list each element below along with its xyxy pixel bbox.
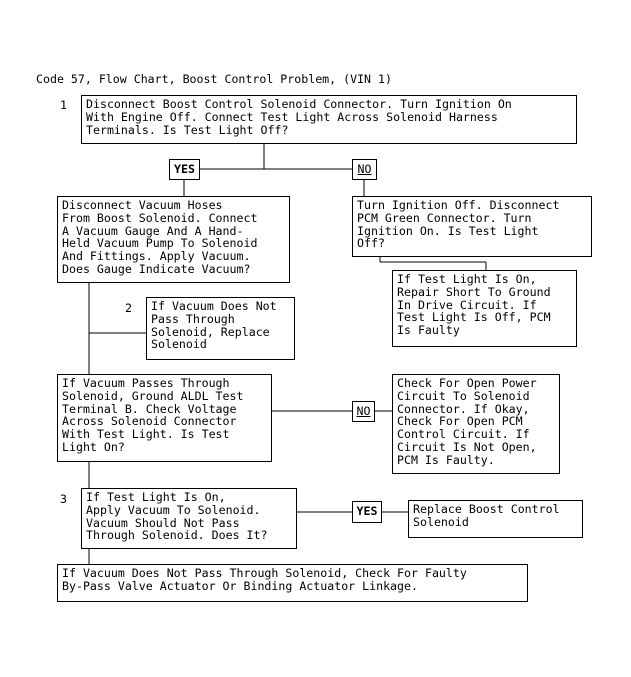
label-yes-2: YES	[352, 501, 382, 523]
box-ground-aldl-terminal: If Vacuum Passes Through Solenoid, Groun…	[57, 374, 272, 462]
step-number-1: 1	[60, 98, 67, 112]
box-replace-solenoid-no-vacuum: If Vacuum Does Not Pass Through Solenoid…	[146, 297, 295, 360]
step-number-3: 3	[60, 492, 67, 506]
label-yes-1: YES	[169, 159, 200, 180]
box-repair-short-to-ground: If Test Light Is On, Repair Short To Gro…	[392, 270, 577, 347]
step-number-2: 2	[125, 301, 132, 315]
box-vacuum-gauge-test: Disconnect Vacuum Hoses From Boost Solen…	[57, 196, 290, 283]
label-no-2: NO	[352, 401, 375, 422]
chart-title: Code 57, Flow Chart, Boost Control Probl…	[36, 72, 392, 86]
box-disconnect-pcm-connector: Turn Ignition Off. Disconnect PCM Green …	[352, 196, 592, 257]
box-apply-vacuum-to-solenoid: If Test Light Is On, Apply Vacuum To Sol…	[81, 488, 297, 549]
box-check-open-power-circuit: Check For Open Power Circuit To Solenoid…	[392, 374, 560, 474]
label-no-1: NO	[352, 159, 377, 180]
box-check-bypass-valve-actuator: If Vacuum Does Not Pass Through Solenoid…	[57, 564, 528, 602]
box-replace-boost-control-solenoid: Replace Boost Control Solenoid	[408, 500, 583, 538]
box-disconnect-solenoid-connector: Disconnect Boost Control Solenoid Connec…	[81, 95, 577, 144]
